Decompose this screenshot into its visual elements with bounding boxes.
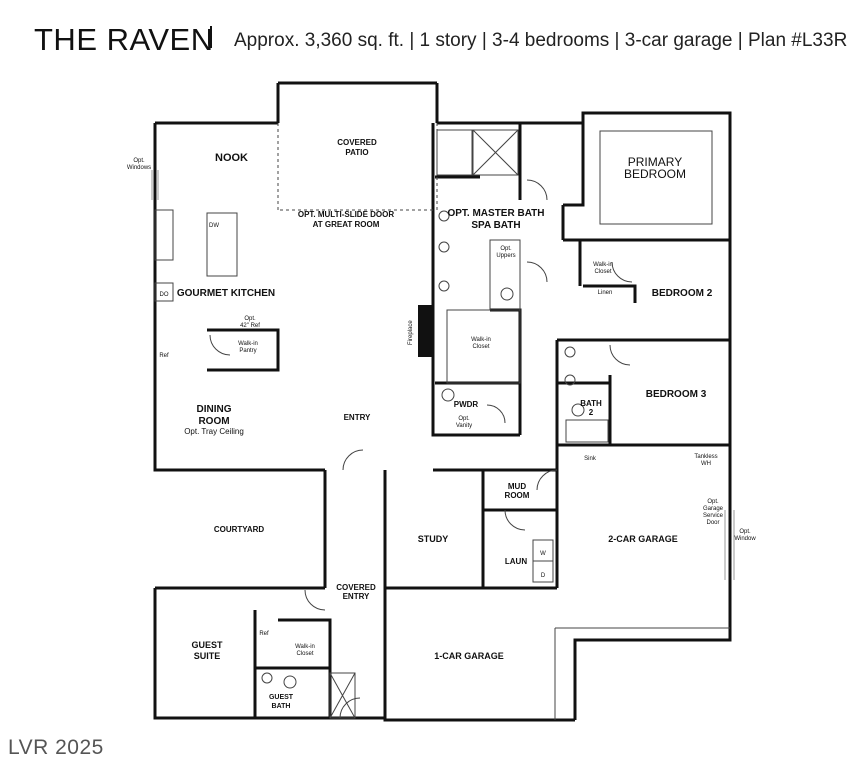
note-ref-kitchen: Ref — [159, 353, 169, 359]
label-guest-bath-2: BATH — [272, 703, 291, 710]
label-bath2-1: BATH — [580, 399, 602, 408]
note-walkin-closet-g-2: Closet — [296, 651, 313, 657]
label-guest-suite-1: GUEST — [191, 640, 223, 650]
note-walkin-pantry-1: Walk-in — [238, 341, 258, 347]
label-master-bath-1: OPT. MASTER BATH — [447, 208, 544, 219]
label-nook: NOOK — [215, 152, 248, 164]
note-opt-window-1: Opt. — [739, 529, 751, 535]
note-do: DO — [160, 292, 169, 298]
label-2-car-garage: 2-CAR GARAGE — [608, 534, 678, 544]
note-dryer: D — [541, 573, 546, 579]
label-master-bath-2: SPA BATH — [471, 220, 520, 231]
note-linen: Linen — [598, 290, 613, 296]
note-service-door-1: Opt. — [707, 499, 719, 505]
label-mud-1: MUD — [508, 482, 526, 491]
label-primary-bedroom-1: PRIMARY — [628, 155, 682, 169]
plan-name: THE RAVEN — [34, 22, 214, 57]
label-covered-entry-1: COVERED — [336, 583, 376, 592]
label-courtyard: COURTYARD — [214, 525, 265, 534]
label-guest-suite-2: SUITE — [194, 651, 221, 661]
plan-specs: Approx. 3,360 sq. ft. | 1 story | 3-4 be… — [234, 30, 848, 51]
note-sink: Sink — [584, 456, 597, 462]
note-opt-windows-2: Windows — [127, 165, 151, 171]
label-entry: ENTRY — [344, 413, 371, 422]
note-opt-windows-1: Opt. — [133, 158, 145, 164]
label-covered-patio-1: COVERED — [337, 138, 377, 147]
label-laun: LAUN — [505, 557, 527, 566]
label-multislide-1: OPT. MULTI-SLIDE DOOR — [298, 210, 395, 219]
note-tankless-2: WH — [701, 461, 711, 467]
label-bedroom-2: BEDROOM 2 — [652, 288, 713, 299]
title-divider — [210, 26, 212, 48]
windows — [151, 170, 735, 580]
note-tankless-1: Tankless — [694, 454, 717, 460]
walls — [153, 81, 732, 722]
label-1-car-garage: 1-CAR GARAGE — [434, 651, 504, 661]
note-service-door-4: Door — [706, 520, 719, 526]
label-mud-2: ROOM — [505, 491, 530, 500]
plan-notes: Opt. Windows DW DO Ref Opt. 42" Ref Walk… — [127, 158, 757, 657]
note-walkin-closet-m-2: Closet — [472, 344, 489, 350]
note-opt-uppers-1: Opt. — [500, 246, 512, 252]
label-bath2-2: 2 — [589, 408, 594, 417]
note-ref-guest: Ref — [259, 631, 269, 637]
label-pwdr: PWDR — [454, 400, 479, 409]
label-covered-entry-2: ENTRY — [343, 592, 370, 601]
note-opt-vanity-2: Vanity — [456, 423, 472, 429]
note-walkin-closet-g-1: Walk-in — [295, 644, 315, 650]
note-walkin-pantry-2: Pantry — [239, 348, 256, 354]
label-primary-bedroom-2: BEDROOM — [624, 167, 686, 181]
fireplace-icon — [418, 305, 432, 357]
thin-lines — [154, 123, 730, 720]
note-walkin-closet-m-1: Walk-in — [471, 337, 491, 343]
label-gourmet-kitchen: GOURMET KITCHEN — [177, 288, 275, 299]
note-washer: W — [540, 551, 546, 557]
label-dining-2: ROOM — [198, 416, 229, 427]
note-walkin-closet-b2-1: Walk-in — [593, 262, 613, 268]
note-service-door-2: Garage — [703, 506, 724, 512]
label-dining-opt: Opt. Tray Ceiling — [184, 427, 244, 436]
label-bedroom-3: BEDROOM 3 — [646, 389, 707, 400]
label-dining-1: DINING — [197, 404, 232, 415]
note-fireplace: Fireplace — [408, 320, 414, 345]
label-multislide-2: AT GREAT ROOM — [313, 220, 380, 229]
note-walkin-closet-b2-2: Closet — [594, 269, 611, 275]
note-dw: DW — [209, 223, 219, 229]
label-study: STUDY — [418, 534, 449, 544]
room-labels: NOOK COVERED PATIO PRIMARY BEDROOM OPT. … — [177, 138, 713, 710]
label-guest-bath-1: GUEST — [269, 694, 294, 701]
label-covered-patio-2: PATIO — [345, 148, 368, 157]
note-service-door-3: Service — [703, 513, 724, 519]
note-opt-window-2: Window — [734, 536, 756, 542]
note-opt-ref-1: Opt. — [244, 316, 256, 322]
note-opt-uppers-2: Uppers — [496, 253, 515, 259]
watermark: LVR 2025 — [8, 736, 104, 759]
note-opt-ref-2: 42" Ref — [240, 323, 260, 329]
note-opt-vanity-1: Opt. — [458, 416, 470, 422]
